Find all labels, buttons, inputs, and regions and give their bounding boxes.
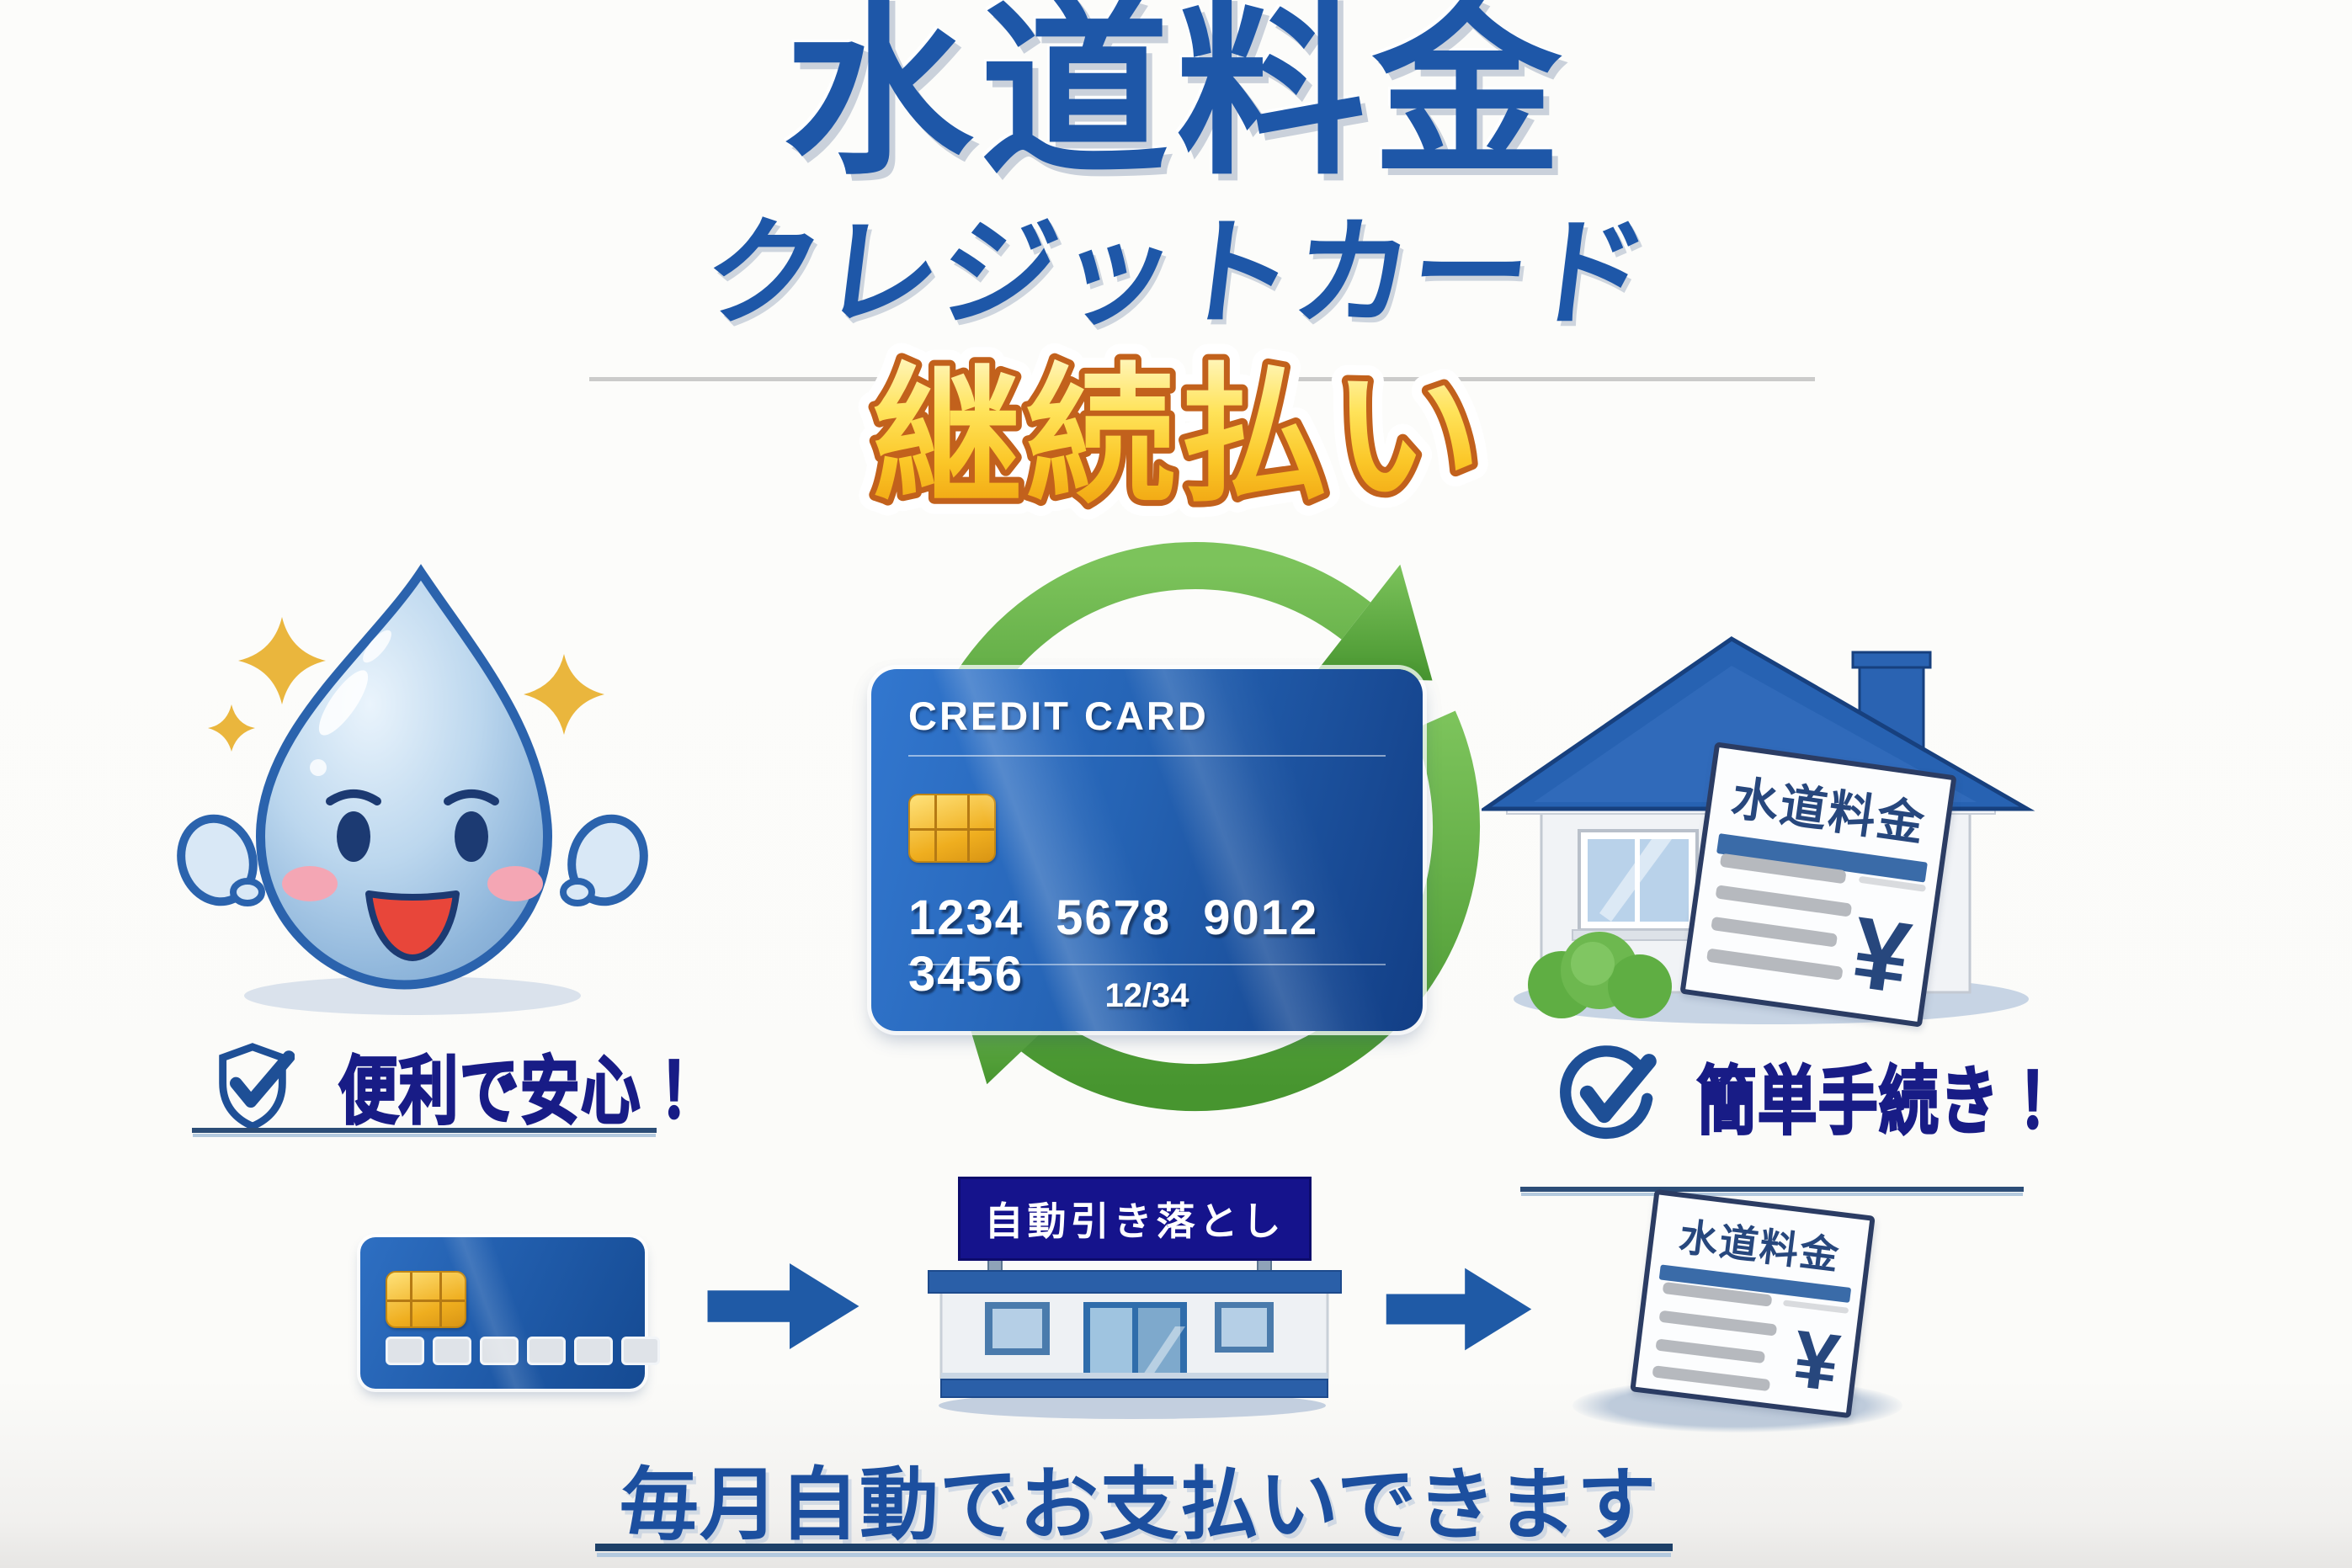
drop-highlight [310, 759, 327, 776]
credit-card-small-graphic [360, 1237, 660, 1389]
bill-text-line [1715, 885, 1853, 917]
bill-text-line [1705, 948, 1844, 981]
credit-card-number: 1234 5678 9012 3456 [908, 890, 1319, 1002]
building-base-trim [941, 1373, 1328, 1379]
bill-text-line [1658, 1310, 1778, 1337]
badge-text-outline: 継続払い [872, 353, 1485, 520]
drop-highlight [363, 630, 391, 663]
building-base [940, 1379, 1328, 1398]
yen-symbol: ¥ [1788, 1313, 1844, 1409]
right-arrow-icon [707, 1263, 859, 1349]
mascot-shadow [244, 976, 581, 1015]
feature-underline [192, 1128, 657, 1133]
mascot-arms [177, 814, 648, 906]
card-chip-icon [908, 794, 996, 863]
mascot-face [282, 789, 543, 961]
house-window [1572, 829, 1705, 941]
credit-card-expiry: 12/34 [1104, 977, 1189, 1014]
card-divider-line [908, 755, 1386, 757]
auto-debit-sign: 自動引き落とし [958, 1177, 1312, 1261]
feature-label: 便利で安心 ！ [338, 1049, 721, 1135]
building-shadow [939, 1392, 1326, 1419]
feature-underline [1520, 1187, 2024, 1192]
payment-office-icon [928, 1257, 1342, 1419]
building-window [985, 1302, 1274, 1355]
footer-divider [595, 1544, 1673, 1551]
badge-text: 継続払い [872, 353, 1485, 520]
card-number-blocks [386, 1337, 660, 1365]
feature-convenient: 便利で安心 ！ [210, 1032, 815, 1139]
yen-symbol: ¥ [1845, 896, 1918, 1016]
bill-text-line [1652, 1365, 1771, 1392]
card-divider-line [908, 964, 1386, 965]
bill-text-line [1711, 916, 1838, 948]
water-bill-document: 水道料金 ¥ [1679, 741, 1957, 1028]
card-chip-icon [386, 1271, 466, 1328]
page-subtitle: クレジットカード [696, 207, 1656, 339]
page-title: 水道料金 [784, 0, 1568, 196]
credit-card-graphic: CREDIT CARD 1234 5678 9012 3456 12/34 [871, 669, 1423, 1031]
credit-card-brand-label: CREDIT CARD [908, 694, 1209, 738]
water-bill-receipt: 水道料金 ¥ [1630, 1188, 1876, 1419]
feature-label: 簡単手続き ！ [1696, 1059, 2079, 1145]
footer-caption: 毎月自動でお支払いできます [619, 1460, 1658, 1549]
bush-icon [1528, 932, 1672, 1018]
sparkle-icon [208, 617, 604, 752]
chimney-cap [1851, 651, 1932, 669]
right-arrow-icon [1386, 1268, 1532, 1351]
badge-divider-line [589, 377, 1815, 381]
shield-check-icon [219, 1042, 295, 1130]
building-door [1083, 1302, 1187, 1383]
continuous-payment-badge: 継続払い 継続払い [856, 337, 1498, 532]
building-roof-band [928, 1270, 1342, 1294]
drop-highlight [318, 670, 369, 736]
bill-text-line [1782, 1300, 1849, 1314]
bill-text-line [1655, 1338, 1766, 1364]
circle-check-icon [1560, 1044, 1657, 1139]
feature-easy: 簡単手続き ！ [1556, 1042, 2174, 1149]
water-drop-mascot [177, 564, 648, 1015]
